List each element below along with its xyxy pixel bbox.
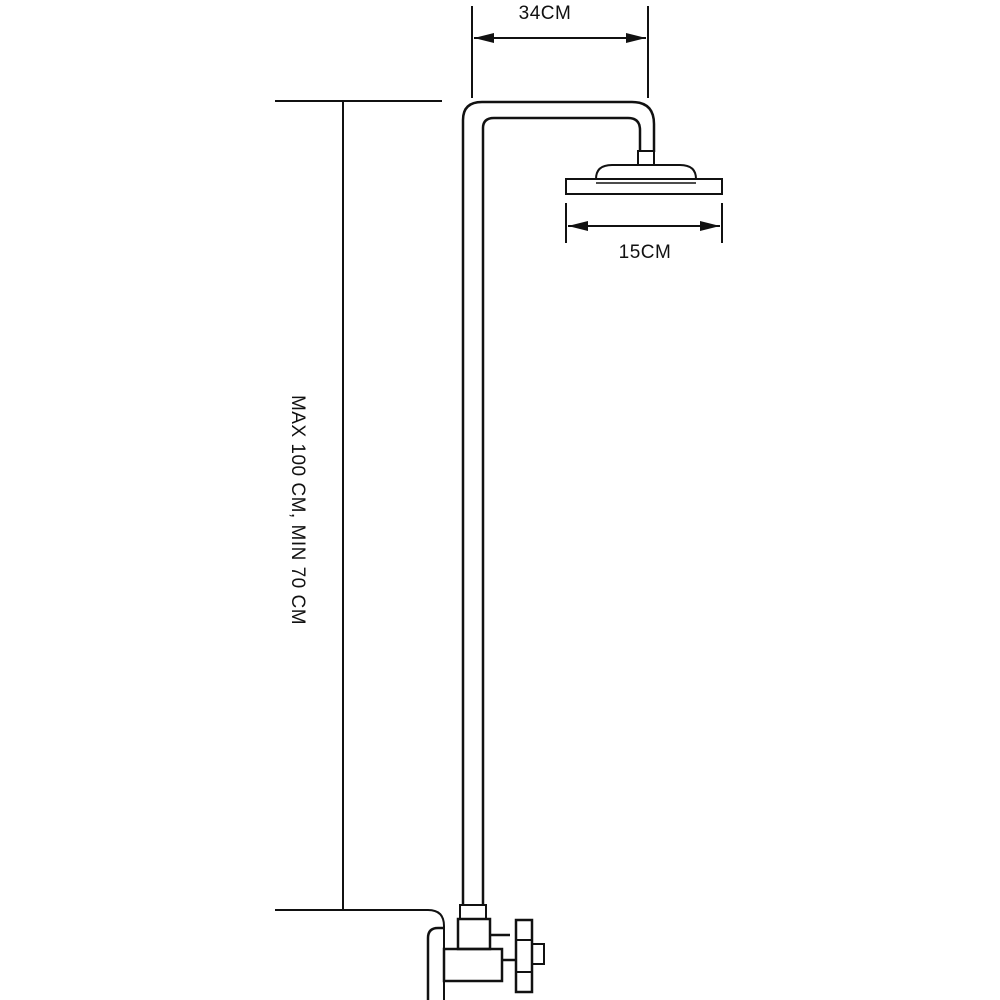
cross-handle-icon [514,918,534,994]
height-range-label: MAX 100 CM, MIN 70 CM [287,395,308,625]
arm-reach-dimension: 34CM [471,3,649,98]
wall-flange [426,926,445,1000]
height-bottom-extension [275,909,445,1000]
riser-outer-edge [461,100,656,905]
valve-collar [459,904,487,920]
arm-reach-label: 34CM [519,3,572,24]
shower-head-dome [595,164,697,180]
riser-inner-edge [481,116,642,905]
head-width-dimension: 15CM [565,203,723,263]
valve-lower-body [442,947,504,983]
shower-riser [461,100,656,905]
height-dimension: MAX 100 CM, MIN 70 CM [275,100,442,910]
handle-cap [531,943,545,965]
valve-body [456,917,492,951]
shower-head [565,150,723,195]
shower-head-plate [565,178,723,195]
head-width-label: 15CM [619,242,672,263]
mixer-valve [275,904,545,1000]
shower-head-connector [637,150,655,166]
